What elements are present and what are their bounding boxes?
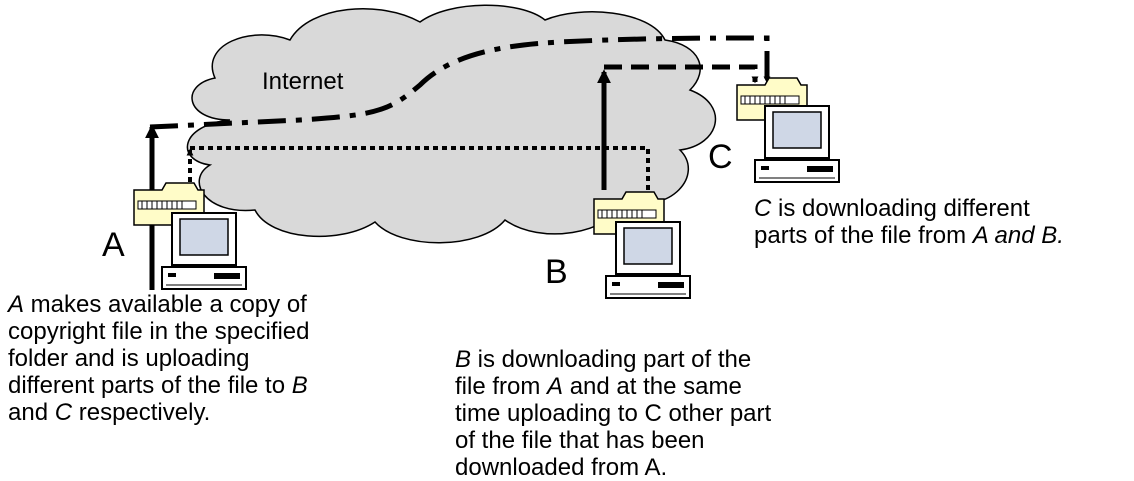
caption-b-line: downloaded from A. <box>455 454 855 481</box>
caption-text: makes available a copy of <box>24 291 307 318</box>
caption-text: different parts of the file to <box>8 372 292 399</box>
caption-a-line: copyright file in the specified <box>8 318 408 345</box>
caption-b-line: of the file that has been <box>455 427 855 454</box>
caption-text: is downloading part of the <box>471 346 752 373</box>
caption-c-line: C is downloading different <box>754 195 1134 222</box>
node-label-c: C <box>708 138 733 176</box>
caption-a-line: different parts of the file to B <box>8 372 408 399</box>
caption-text: A <box>547 373 564 400</box>
computer-b-icon <box>593 191 691 299</box>
caption-text: C <box>754 195 772 222</box>
caption-text: folder and is uploading <box>8 345 250 372</box>
caption-a-line: A makes available a copy of <box>8 291 408 318</box>
caption-text: respectively. <box>72 399 211 426</box>
caption-text: and at the same <box>563 373 742 400</box>
caption-text: A and B. <box>972 222 1064 249</box>
internet-cloud <box>186 4 717 244</box>
caption-a-line: and C respectively. <box>8 399 408 426</box>
caption-a-line: folder and is uploading <box>8 345 408 372</box>
caption-text: A <box>8 291 25 318</box>
caption-text: file from <box>455 373 548 400</box>
caption-b-line: time uploading to C other part <box>455 400 855 427</box>
caption-text: time uploading to C other part <box>455 400 772 427</box>
caption-text: parts of the file from <box>754 222 973 249</box>
caption-text: of the file that has been <box>455 427 705 454</box>
caption-text: C <box>54 399 73 426</box>
caption-text: is downloading different <box>771 195 1030 222</box>
caption-b-line: B is downloading part of the <box>455 346 855 373</box>
node-label-b: B <box>545 253 568 291</box>
computer-c-icon <box>736 77 840 183</box>
caption-text: B <box>291 372 308 399</box>
connection-b-to-c <box>597 64 759 190</box>
node-label-a: A <box>102 226 125 264</box>
caption-text: copyright file in the specified <box>8 318 310 345</box>
caption-text: downloaded from A. <box>455 454 668 481</box>
caption-c-line: parts of the file from A and B. <box>754 222 1134 249</box>
cloud-label: Internet <box>262 68 344 95</box>
caption-b-line: file from A and at the same <box>455 373 855 400</box>
computer-a-icon <box>133 182 247 290</box>
caption-text: B <box>455 346 472 373</box>
caption-text: and <box>8 399 55 426</box>
